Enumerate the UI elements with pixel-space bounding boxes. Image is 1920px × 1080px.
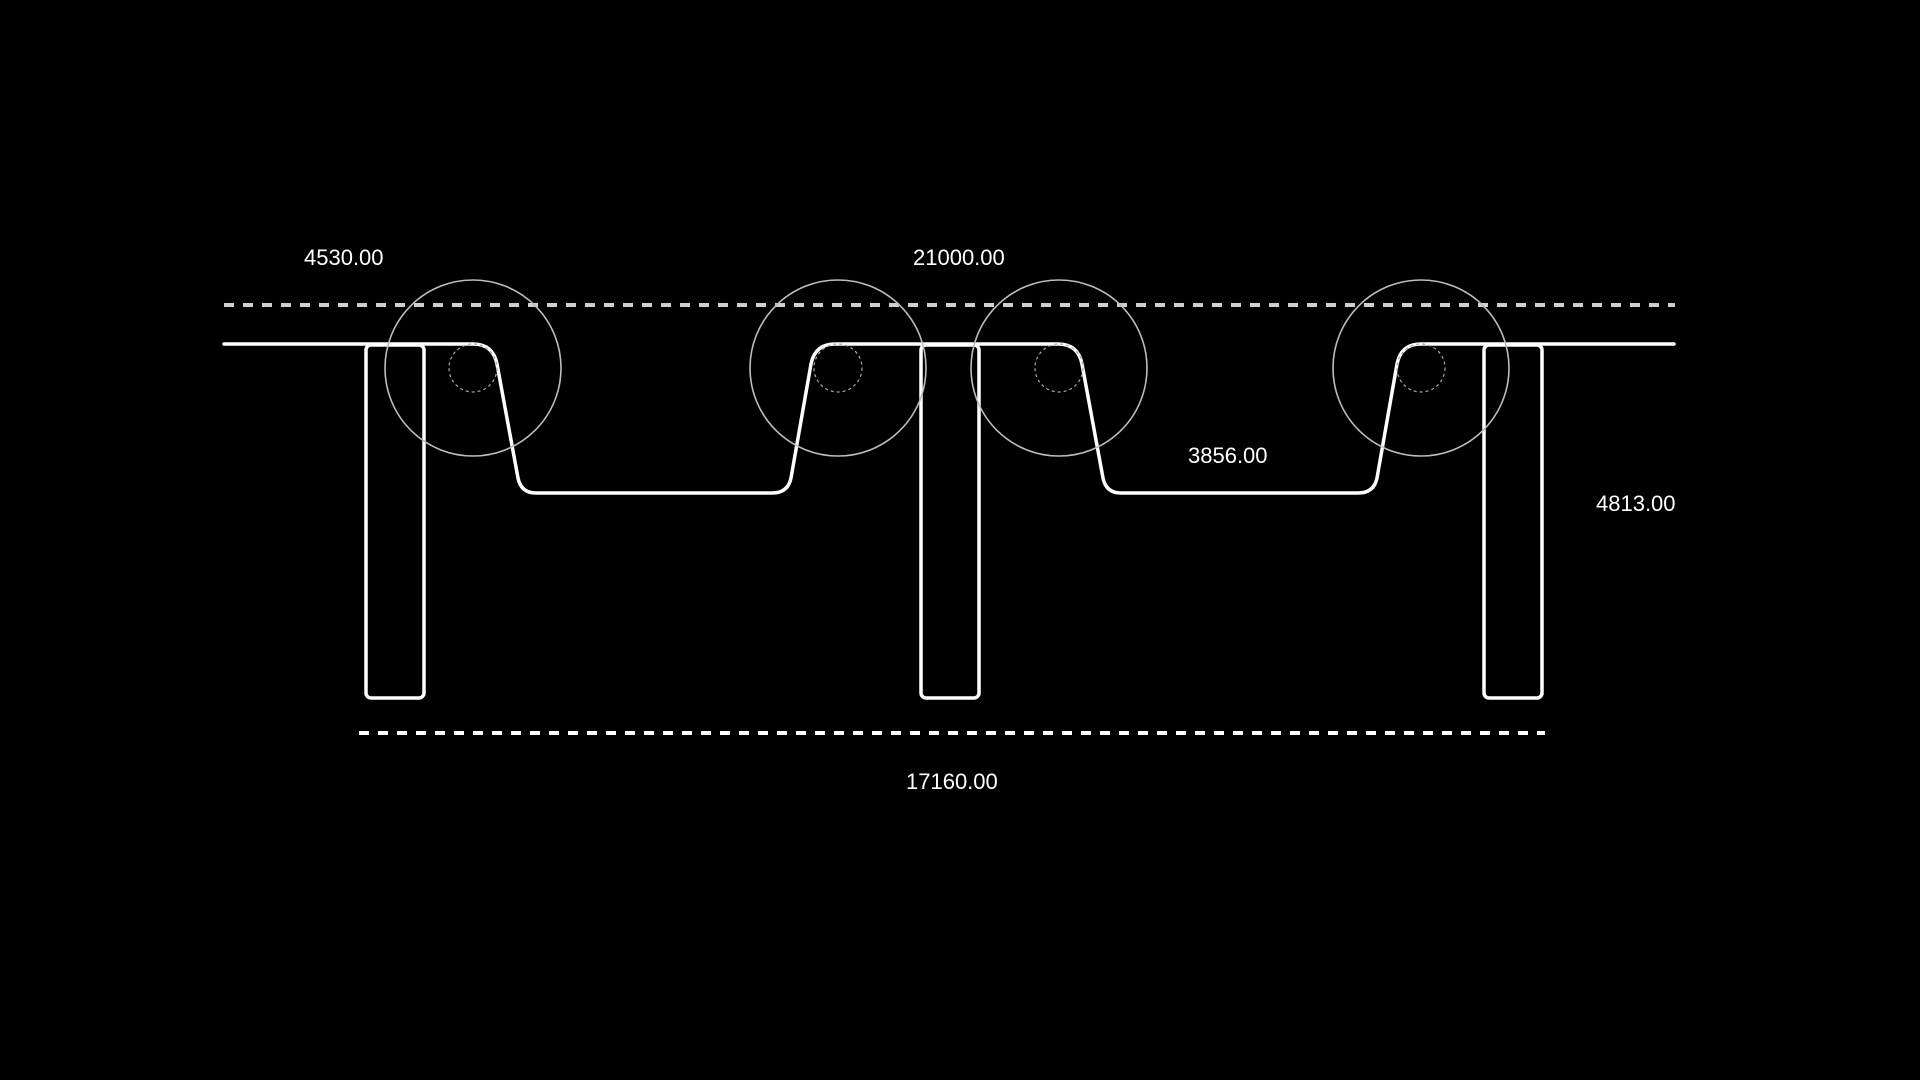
roller-4-outer [1332, 279, 1510, 457]
left-span-label: 4530.00 [304, 245, 384, 270]
roller-1-outer [384, 279, 562, 457]
roller-2-outer [749, 279, 927, 457]
roller-3-outer [970, 279, 1148, 457]
support-post-right [1482, 343, 1544, 700]
belt-profile-line [222, 342, 1676, 495]
sag-span-label: 3856.00 [1188, 443, 1268, 468]
height-label: 4813.00 [1596, 491, 1676, 516]
support-post-middle [919, 343, 981, 700]
roller-4-hub [1396, 343, 1446, 393]
post-span-label: 17160.00 [906, 769, 998, 794]
roller-1-hub [448, 343, 498, 393]
roller-2-hub [813, 343, 863, 393]
total-length-label: 21000.00 [913, 245, 1005, 270]
roller-3-hub [1034, 343, 1084, 393]
support-post-left [364, 343, 426, 700]
